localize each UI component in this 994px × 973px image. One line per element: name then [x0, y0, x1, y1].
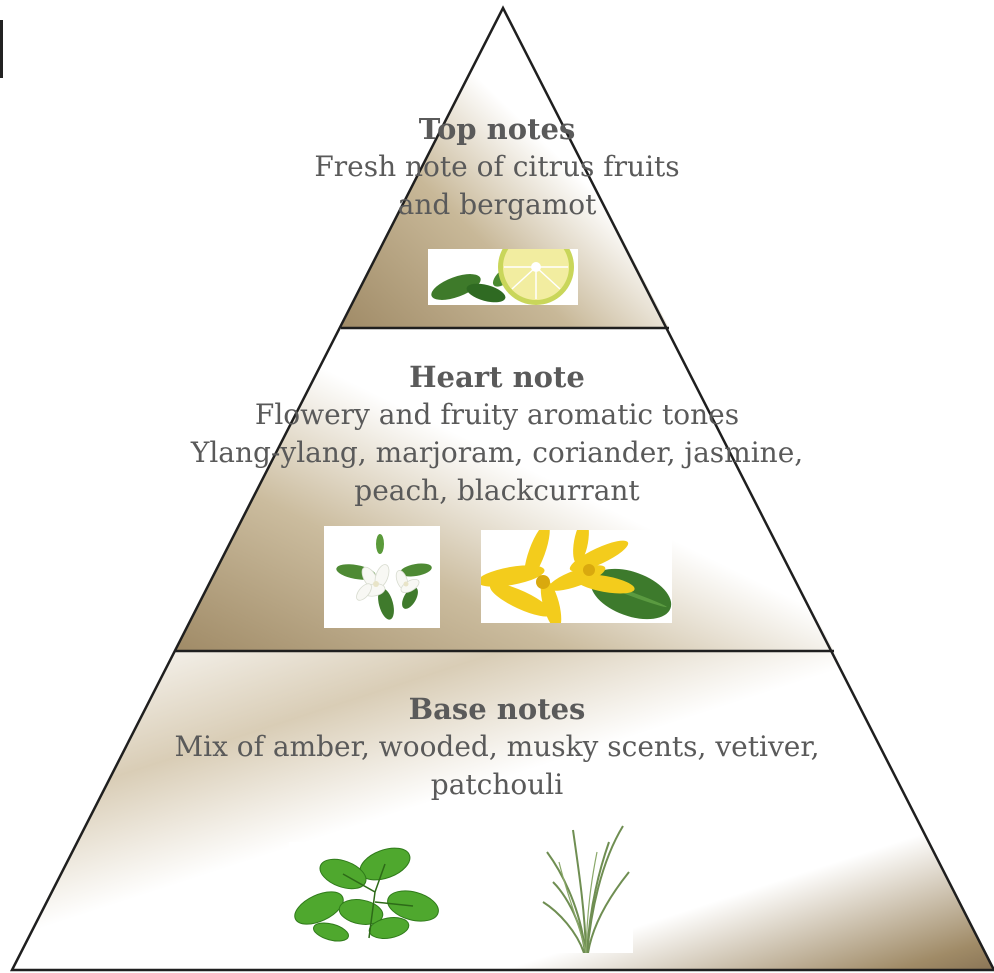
heart-note-line-2: Ylang-ylang, marjoram, coriander, jasmin…	[0, 434, 994, 472]
heart-tier-text: Heart note Flowery and fruity aromatic t…	[0, 358, 994, 510]
base-notes-line-1: Mix of amber, wooded, musky scents, veti…	[0, 728, 994, 766]
base-notes-line-2: patchouli	[0, 766, 994, 804]
heart-note-line-3: peach, blackcurrant	[0, 472, 994, 510]
heart-note-title: Heart note	[0, 358, 994, 396]
top-notes-title: Top notes	[0, 110, 994, 148]
base-tier-text: Base notes Mix of amber, wooded, musky s…	[0, 690, 994, 804]
heart-note-line-1: Flowery and fruity aromatic tones	[0, 396, 994, 434]
ylang-ylang-flower-photo	[481, 530, 672, 623]
vetiver-grass-photo	[539, 822, 633, 953]
bergamot-citrus-photo	[428, 249, 578, 305]
jasmine-flower-photo	[324, 526, 440, 628]
top-notes-line-2: and bergamot	[0, 186, 994, 224]
top-tier-text: Top notes Fresh note of citrus fruits an…	[0, 110, 994, 224]
patchouli-leaves-photo	[289, 842, 448, 944]
base-notes-title: Base notes	[0, 690, 994, 728]
top-notes-line-1: Fresh note of citrus fruits	[0, 148, 994, 186]
